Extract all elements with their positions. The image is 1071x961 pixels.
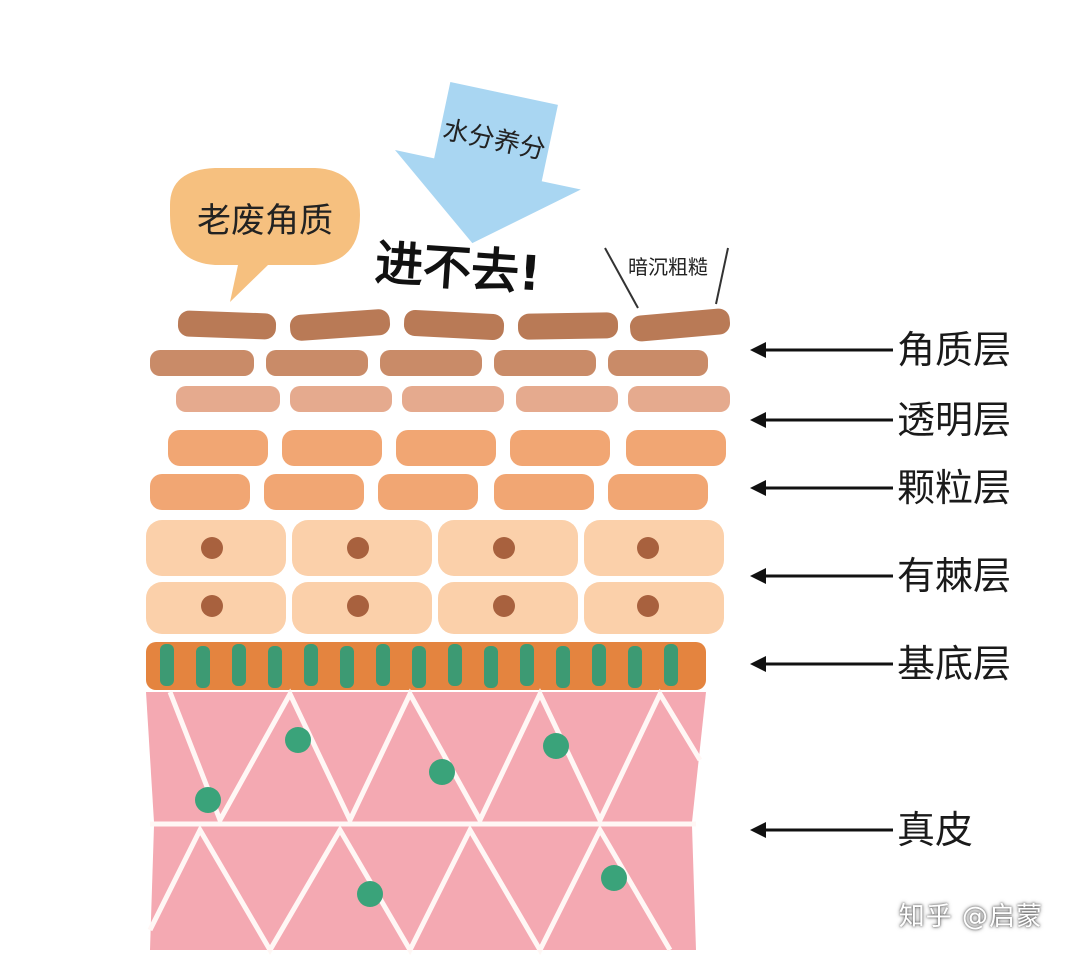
label-stratum-granulosum: 颗粒层	[897, 466, 1012, 510]
arrow-corneum	[750, 342, 893, 358]
arrow-basale	[750, 656, 893, 672]
dull-rough-text: 暗沉粗糙	[628, 255, 708, 279]
stratum-granulosum	[150, 430, 726, 510]
basale-cell	[340, 646, 354, 688]
basale-cell	[448, 644, 462, 686]
label-stratum-spinosum: 有棘层	[897, 554, 1012, 598]
basale-cell	[304, 644, 318, 686]
basale-cell	[412, 646, 426, 688]
layer-arrows	[750, 342, 893, 838]
basale-cell	[592, 644, 606, 686]
basale-cell	[232, 644, 246, 686]
basale-cell	[484, 646, 498, 688]
label-stratum-basale: 基底层	[897, 642, 1012, 686]
stratum-lucidum	[176, 386, 730, 412]
basale-cell	[664, 644, 678, 686]
dull-rough-annotation: 暗沉粗糙	[604, 247, 729, 309]
basale-cell	[160, 644, 174, 686]
dermis	[146, 688, 706, 956]
label-stratum-lucidum: 透明层	[897, 398, 1012, 442]
basale-cell	[196, 646, 210, 688]
stratum-spinosum	[146, 520, 724, 634]
basale-cell	[376, 644, 390, 686]
old-keratin-bubble: 老废角质	[170, 168, 360, 302]
nutrient-arrow: 水分养分	[394, 82, 581, 244]
stratum-corneum	[177, 308, 731, 342]
watermark: 知乎 @启蒙	[898, 902, 1043, 932]
label-dermis: 真皮	[897, 808, 974, 852]
cannot-enter-text: 进不去!	[373, 235, 542, 302]
label-stratum-corneum: 角质层	[897, 328, 1012, 372]
basale-cell	[556, 646, 570, 688]
stratum-corneum-lower	[150, 350, 708, 376]
basale-cell	[268, 646, 282, 688]
arrow-granulosum	[750, 480, 893, 496]
basale-cell	[628, 646, 642, 688]
arrow-dermis	[750, 822, 893, 838]
stratum-basale	[146, 642, 706, 690]
dermis-dots	[195, 727, 627, 907]
arrow-lucidum	[750, 412, 893, 428]
arrow-spinosum	[750, 568, 893, 584]
old-keratin-text: 老废角质	[197, 201, 333, 241]
basale-cell	[520, 644, 534, 686]
